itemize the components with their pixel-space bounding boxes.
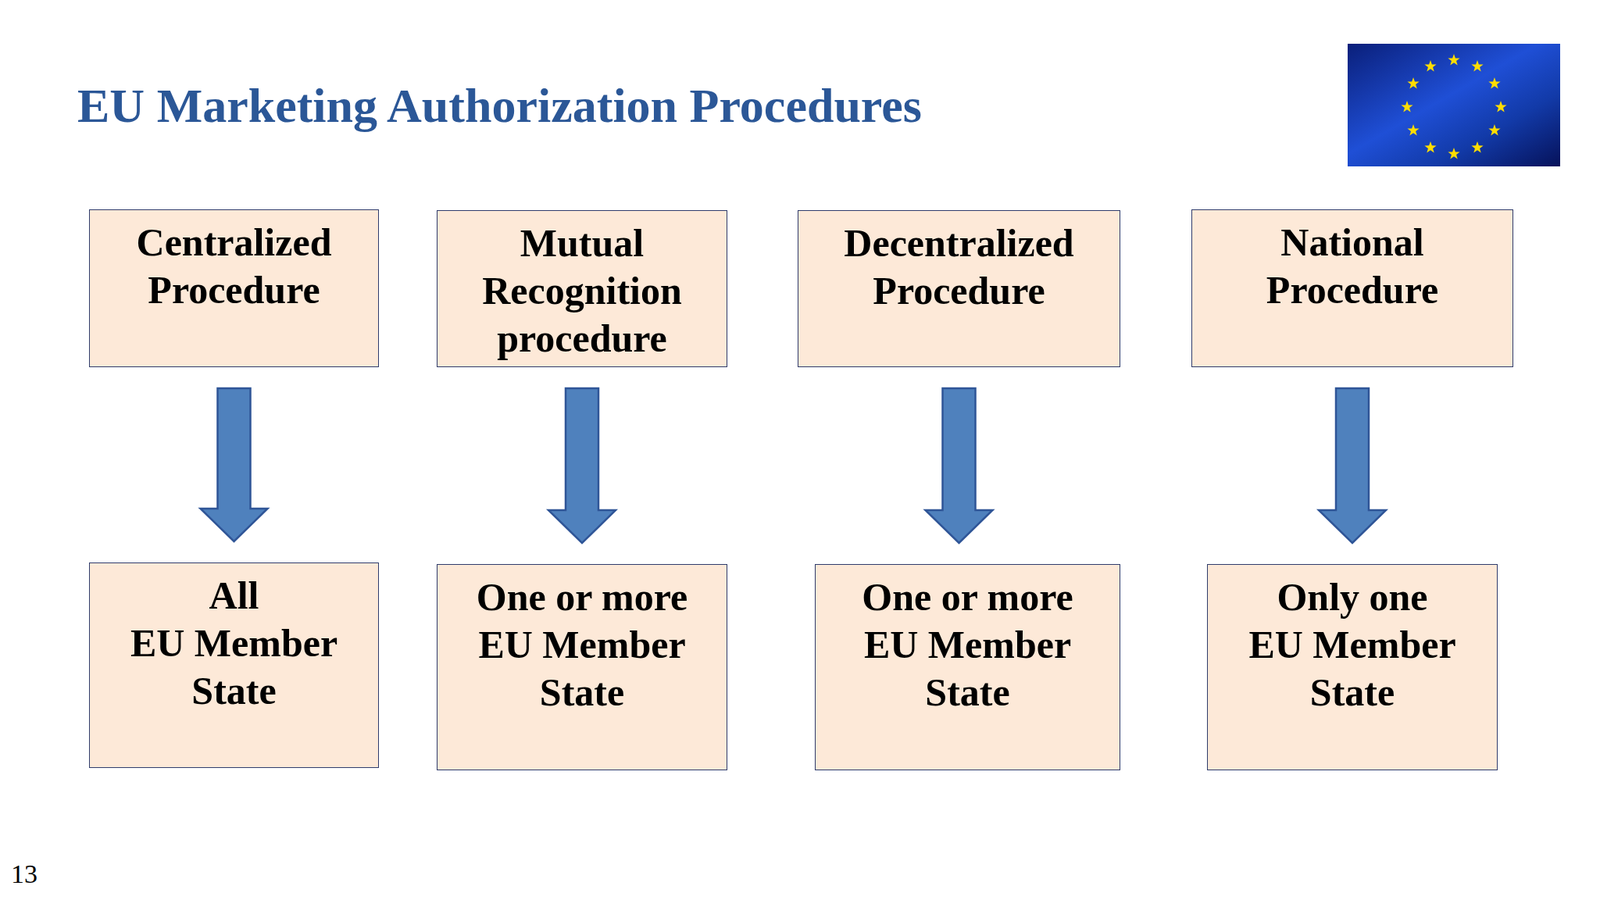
procedure-box: National Procedure [1191, 209, 1514, 368]
member-state-box: One or more EU Member State [436, 564, 728, 771]
flag-star [1407, 124, 1419, 136]
flag-star [1447, 147, 1460, 159]
member-state-box: Only one EU Member State [1207, 564, 1498, 771]
box-text: Mutual Recognition procedure [437, 219, 727, 363]
box-text: One or more EU Member State [815, 573, 1120, 717]
flag-star [1424, 141, 1436, 153]
box-text: One or more EU Member State [437, 573, 727, 717]
block-arrow [1318, 388, 1386, 543]
eu-flag [1347, 43, 1561, 167]
flag-star [1400, 100, 1413, 112]
flag-star [1488, 124, 1500, 136]
flag-star [1494, 100, 1507, 112]
block-arrow [548, 388, 616, 543]
flag-stars [1400, 53, 1507, 159]
flag-star [1447, 53, 1460, 65]
page-number: 13 [10, 860, 38, 888]
flag-star [1407, 77, 1419, 89]
box-text: Decentralized Procedure [798, 219, 1120, 315]
member-state-box: One or more EU Member State [814, 564, 1121, 771]
diagram-title: EU Marketing Authorization Procedures [77, 81, 922, 130]
flag-field [1347, 43, 1561, 167]
member-state-box: All EU Member State [89, 562, 379, 768]
procedure-box: Mutual Recognition procedure [436, 210, 728, 368]
block-arrow [925, 388, 993, 543]
procedure-box: Centralized Procedure [89, 209, 379, 368]
box-text: Only one EU Member State [1207, 573, 1497, 717]
procedure-box: Decentralized Procedure [797, 210, 1121, 368]
flag-star [1471, 141, 1483, 153]
block-arrow [200, 388, 268, 542]
box-text: National Procedure [1192, 218, 1513, 315]
box-text: All EU Member State [89, 571, 379, 715]
flag-star [1424, 60, 1436, 72]
flag-star [1488, 77, 1500, 89]
box-text: Centralized Procedure [89, 218, 379, 315]
flag-star [1471, 60, 1483, 72]
